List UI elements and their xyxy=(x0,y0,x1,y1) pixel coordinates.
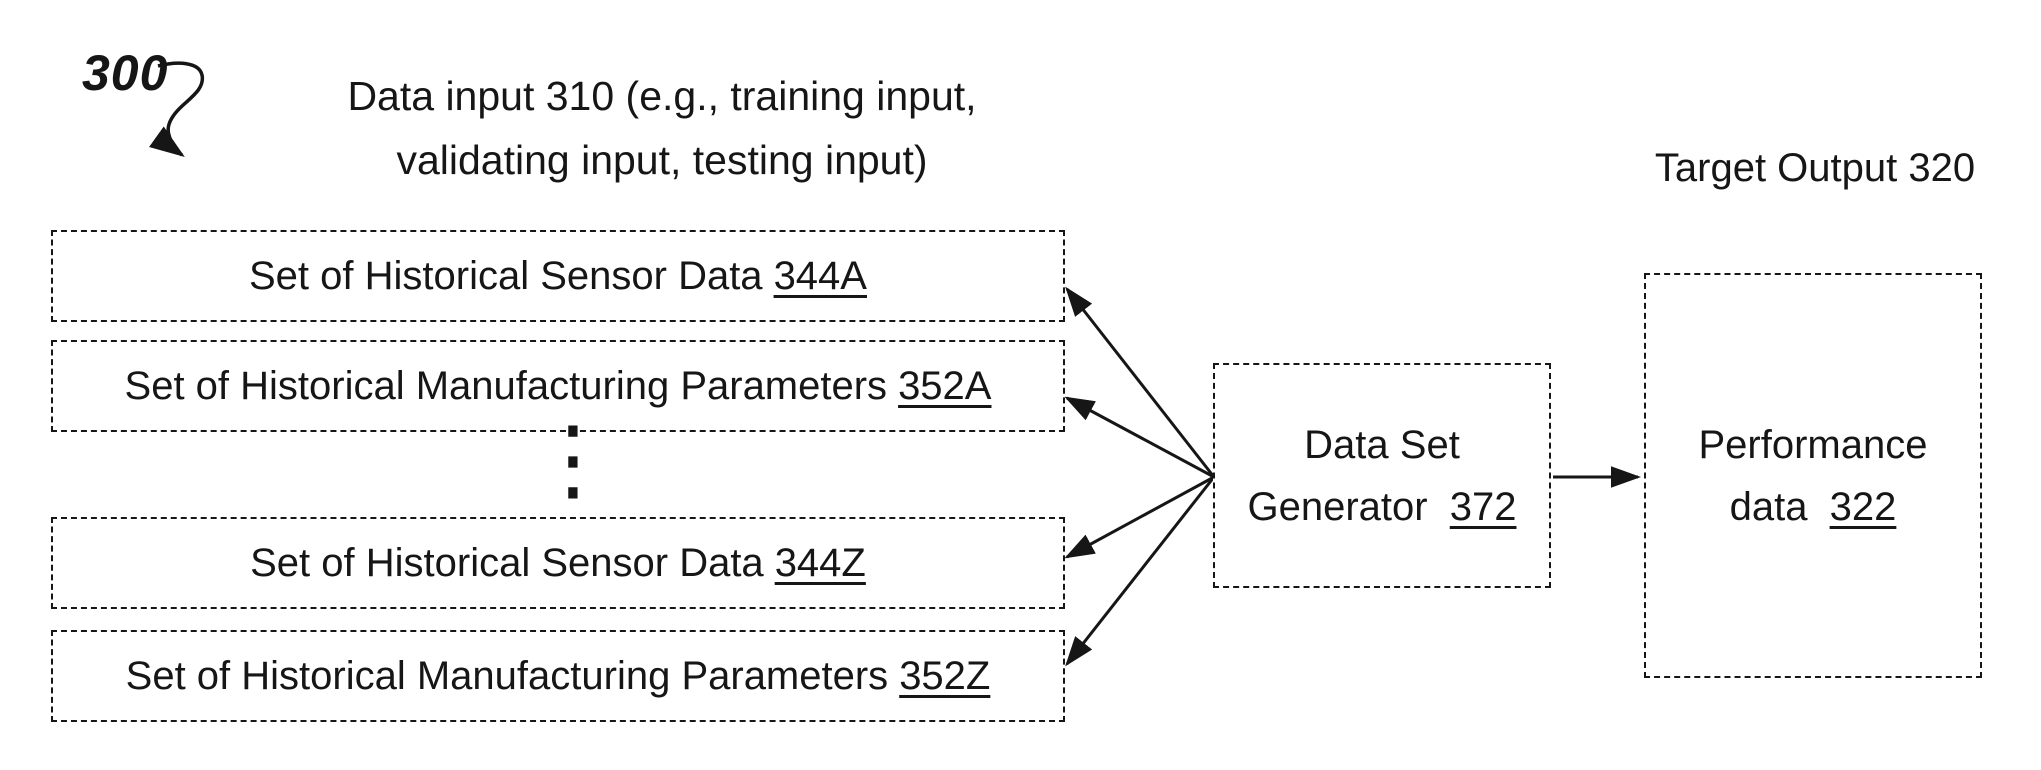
box-label: Set of Historical Manufacturing Paramete… xyxy=(124,363,888,408)
figure-reference-number: 300 xyxy=(82,45,169,101)
output-ref-number: 322 xyxy=(1829,484,1897,529)
data-input-title-line2: validating input, testing input) xyxy=(396,137,928,183)
box-ref-number: 352Z xyxy=(899,653,991,698)
box-set-of-historical-sensor-data-344a: Set of Historical Sensor Data 344A xyxy=(51,230,1065,322)
box-performance-data-322: Performance data 322 xyxy=(1644,273,1982,678)
arrow-generator-to-sensor-data-344a-icon xyxy=(1065,286,1216,478)
output-label: data xyxy=(1729,484,1808,529)
generator-line2: Generator 372 xyxy=(1248,476,1517,538)
arrow-generator-to-manufacturing-params-352a-icon xyxy=(1064,396,1215,479)
box-ref-number: 344Z xyxy=(774,540,866,585)
box-ref-number: 352A xyxy=(898,363,992,408)
output-line2: data 322 xyxy=(1730,476,1897,538)
box-set-of-historical-sensor-data-344z: Set of Historical Sensor Data 344Z xyxy=(51,517,1065,609)
box-label: Set of Historical Sensor Data xyxy=(249,253,763,298)
box-data-set-generator-372: Data Set Generator 372 xyxy=(1213,363,1551,588)
data-input-title: Data input 310 (e.g., training input, va… xyxy=(262,64,1062,192)
output-line1: Performance xyxy=(1698,422,1928,467)
vertical-ellipsis-icon: ⋮ xyxy=(528,407,618,512)
data-input-title-line1: Data input 310 (e.g., training input, xyxy=(347,73,977,119)
arrow-generator-to-sensor-data-344z-icon xyxy=(1064,475,1215,559)
box-label: Set of Historical Manufacturing Paramete… xyxy=(125,653,889,698)
generator-label: Generator xyxy=(1247,484,1428,529)
generator-ref-number: 372 xyxy=(1449,484,1517,529)
target-output-label: Target Output 320 xyxy=(1654,146,1976,190)
box-label: Set of Historical Sensor Data xyxy=(250,540,764,585)
arrow-generator-to-manufacturing-params-352z-icon xyxy=(1065,476,1216,667)
box-set-of-historical-manufacturing-parameters-352a: Set of Historical Manufacturing Paramete… xyxy=(51,340,1065,432)
box-set-of-historical-manufacturing-parameters-352z: Set of Historical Manufacturing Paramete… xyxy=(51,630,1065,722)
generator-line1: Data Set xyxy=(1304,422,1460,467)
box-ref-number: 344A xyxy=(773,253,867,298)
